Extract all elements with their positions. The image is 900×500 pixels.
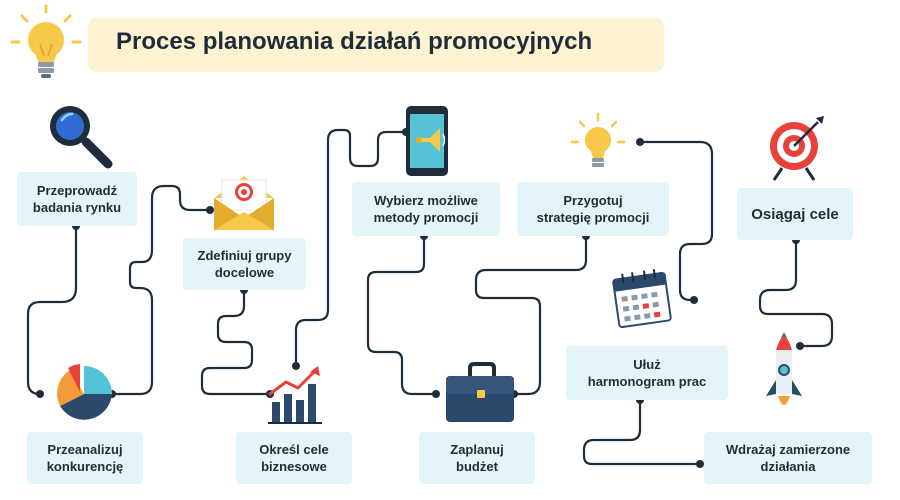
lightbulb-icon (570, 112, 626, 167)
step-box-define-target-groups: Zdefiniuj grupy docelowe (183, 238, 306, 290)
briefcase-icon (446, 362, 514, 422)
path-dot (206, 206, 214, 214)
rocket-icon (766, 332, 802, 405)
step-box-promotion-methods: Wybierz możliwe metody promocji (352, 182, 500, 236)
step-box-plan-budget: Zaplanuj budżet (419, 432, 535, 484)
step-box-research-market: Przeprowadź badania rynku (17, 172, 137, 226)
magnifier-icon (50, 106, 113, 169)
pie-chart-icon (57, 364, 112, 420)
path-dot (796, 342, 804, 350)
path-dot (636, 138, 644, 146)
bullseye-icon (770, 116, 824, 181)
growth-chart-icon (268, 366, 322, 424)
path-dot (696, 460, 704, 468)
calendar-icon (612, 269, 672, 328)
step-box-analyze-competition: Przeanalizuj konkurencję (27, 432, 143, 484)
step-box-business-goals: Określ cele biznesowe (236, 432, 352, 484)
step-box-achieve-goals: Osiągaj cele (737, 188, 853, 240)
title-lightbulb-icon (10, 4, 82, 78)
title-band (88, 18, 664, 72)
path-dot (292, 362, 300, 370)
path-dot (36, 390, 44, 398)
step-box-implement-actions: Wdrażaj zamierzone działania (704, 432, 872, 484)
path-dot (690, 296, 698, 304)
process-path (26, 128, 834, 466)
step-box-work-schedule: Ułuż harmonogram prac (566, 346, 728, 400)
target-envelope-icon (214, 176, 274, 230)
page-title: Proces planowania działań promocyjnych (116, 28, 593, 55)
path-dot (432, 390, 440, 398)
phone-megaphone-icon (406, 106, 448, 176)
step-box-promotion-strategy: Przygotuj strategię promocji (517, 182, 669, 236)
